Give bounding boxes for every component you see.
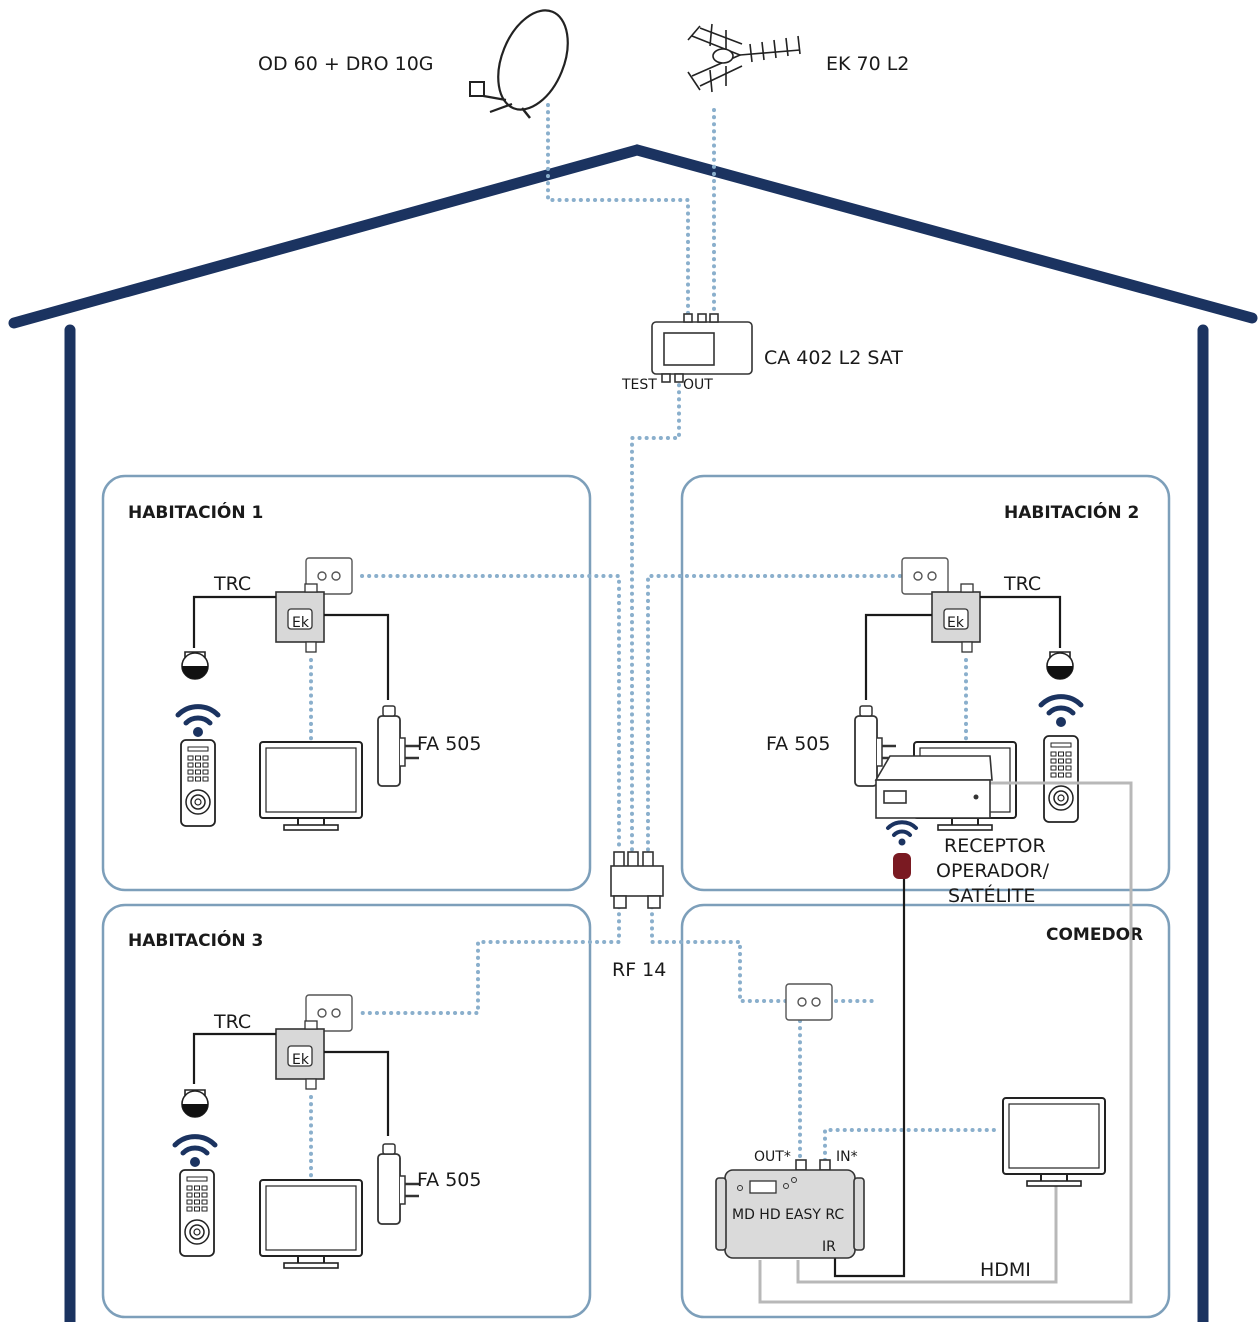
trc-logo: Ek	[292, 615, 310, 631]
room-1-box	[101, 474, 592, 892]
trc-logo: Ek	[947, 615, 965, 631]
splitter-label: RF 14	[612, 959, 666, 981]
wifi-icon	[175, 1137, 215, 1167]
dining-room-title: COMEDOR	[1046, 925, 1143, 945]
ir-receiver-icon	[181, 1089, 209, 1118]
modulator-ir-port: IR	[822, 1239, 836, 1255]
psu-label: FA 505	[766, 733, 831, 755]
wall-socket-icon	[785, 983, 833, 1021]
wifi-icon	[1041, 697, 1081, 727]
modulator-out-port: OUT*	[754, 1149, 791, 1165]
receiver-line-3: SATÉLITE	[948, 884, 1035, 907]
receiver-line-1: RECEPTOR	[944, 835, 1046, 857]
house-outline	[8, 144, 1258, 1322]
hdmi-cables	[758, 781, 1133, 1304]
remote-control-icon	[1043, 735, 1079, 823]
receiver-line-2: OPERADOR/	[936, 860, 1050, 882]
wall-socket-icon	[901, 557, 949, 595]
dining-room-box	[680, 903, 1171, 1319]
satellite-dish-icon	[469, 9, 569, 119]
ir-receiver-icon	[181, 651, 209, 680]
ir-emitter-icon	[886, 820, 918, 879]
trc-logo: Ek	[292, 1052, 310, 1068]
dish-label: OD 60 + DRO 10G	[258, 53, 434, 75]
remote-control-icon	[180, 739, 216, 827]
coax-cables	[309, 103, 1002, 1180]
ir-receiver-icon	[1046, 651, 1074, 680]
amplifier-out-port: OUT	[683, 377, 713, 393]
terrestrial-antenna-icon	[687, 23, 801, 93]
wifi-icon	[178, 707, 218, 737]
splitter-rf14	[610, 851, 664, 909]
power-supply-icon	[376, 1142, 421, 1226]
power-supply-icon	[376, 704, 421, 788]
room-2-box	[680, 474, 1171, 892]
trc-label: TRC	[213, 1011, 251, 1033]
room-3-title: HABITACIÓN 3	[128, 929, 263, 951]
psu-label: FA 505	[417, 1169, 482, 1191]
hdmi-label: HDMI	[980, 1259, 1031, 1281]
trc-label: TRC	[1003, 573, 1041, 595]
tv-icon	[259, 1179, 363, 1269]
amplifier-label: CA 402 L2 SAT	[764, 347, 903, 369]
room-2-title: HABITACIÓN 2	[1004, 501, 1139, 523]
psu-label: FA 505	[417, 733, 482, 755]
room-3-box	[101, 903, 592, 1319]
room-1-title: HABITACIÓN 1	[128, 501, 263, 523]
trc-label: TRC	[213, 573, 251, 595]
terrestrial-antenna-label: EK 70 L2	[826, 53, 909, 75]
receiver-box-icon	[874, 755, 993, 819]
modulator-label: MD HD EASY RC	[732, 1207, 844, 1223]
amplifier-ca402	[651, 313, 753, 383]
modulator-in-port: IN*	[836, 1149, 858, 1165]
tv-icon	[259, 741, 363, 831]
tv-icon	[1002, 1097, 1106, 1187]
modulator-icon	[715, 1159, 865, 1259]
remote-control-icon	[179, 1169, 215, 1257]
amplifier-test-port: TEST	[621, 377, 657, 393]
